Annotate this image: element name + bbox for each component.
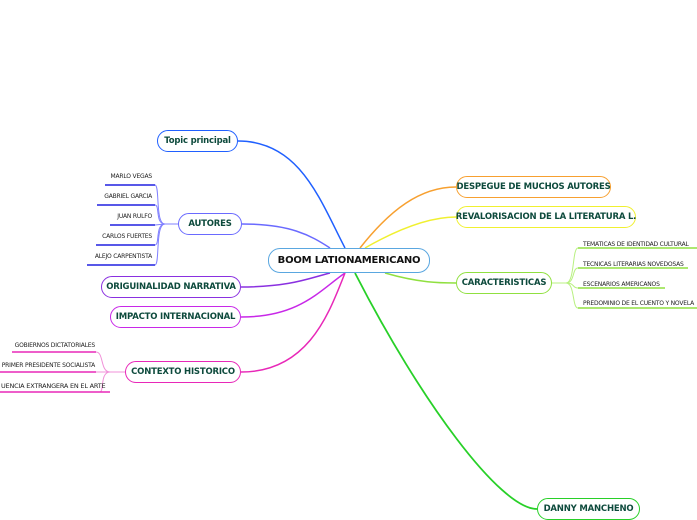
node-originalidad[interactable]: ORIGUINALIDAD NARRATIVA [101, 276, 241, 298]
node-impacto[interactable]: IMPACTO INTERNACIONAL [110, 306, 241, 328]
node-autores[interactable]: AUTORES [178, 213, 242, 235]
caracteristica-item[interactable]: TEMATICAS DE IDENTIDAD CULTURAL [583, 241, 689, 248]
contexto-item[interactable]: GOBIERNOS DICTATORIALES [14, 342, 96, 349]
caracteristica-item[interactable]: TECNICAS LITERARIAS NOVEDOSAS [583, 261, 684, 268]
node-contexto[interactable]: CONTEXTO HISTORICO [125, 361, 241, 383]
autor-item[interactable]: MARLO VEGAS [110, 173, 153, 180]
autor-item[interactable]: GABRIEL GARCIA [104, 193, 152, 200]
node-topic-principal[interactable]: Topic principal [157, 130, 238, 152]
autor-item[interactable]: CARLOS FUERTES [102, 233, 152, 240]
autor-item[interactable]: ALEJO CARPENTISTA [94, 253, 152, 260]
central-topic[interactable]: BOOM LATIONAMERICANO [268, 248, 430, 273]
caracteristica-item[interactable]: PREDOMINIO DE EL CUENTO Y NOVELA [583, 300, 695, 307]
node-despegue[interactable]: DESPEGUE DE MUCHOS AUTORES [456, 176, 611, 198]
node-revalorisacion[interactable]: REVALORISACION DE LA LITERATURA L. [456, 206, 636, 228]
contexto-item[interactable]: UENCIA EXTRANGERA EN EL ARTE [1, 382, 106, 390]
contexto-item[interactable]: PRIMER PRESIDENTE SOCIALISTA [1, 362, 95, 369]
node-danny-mancheno[interactable]: DANNY MANCHENO [537, 498, 640, 520]
node-caracteristicas[interactable]: CARACTERISTICAS [456, 272, 552, 294]
autor-item[interactable]: JUAN RULFO [117, 213, 152, 220]
caracteristica-item[interactable]: ESCENARIOS AMERICANOS [583, 281, 660, 288]
